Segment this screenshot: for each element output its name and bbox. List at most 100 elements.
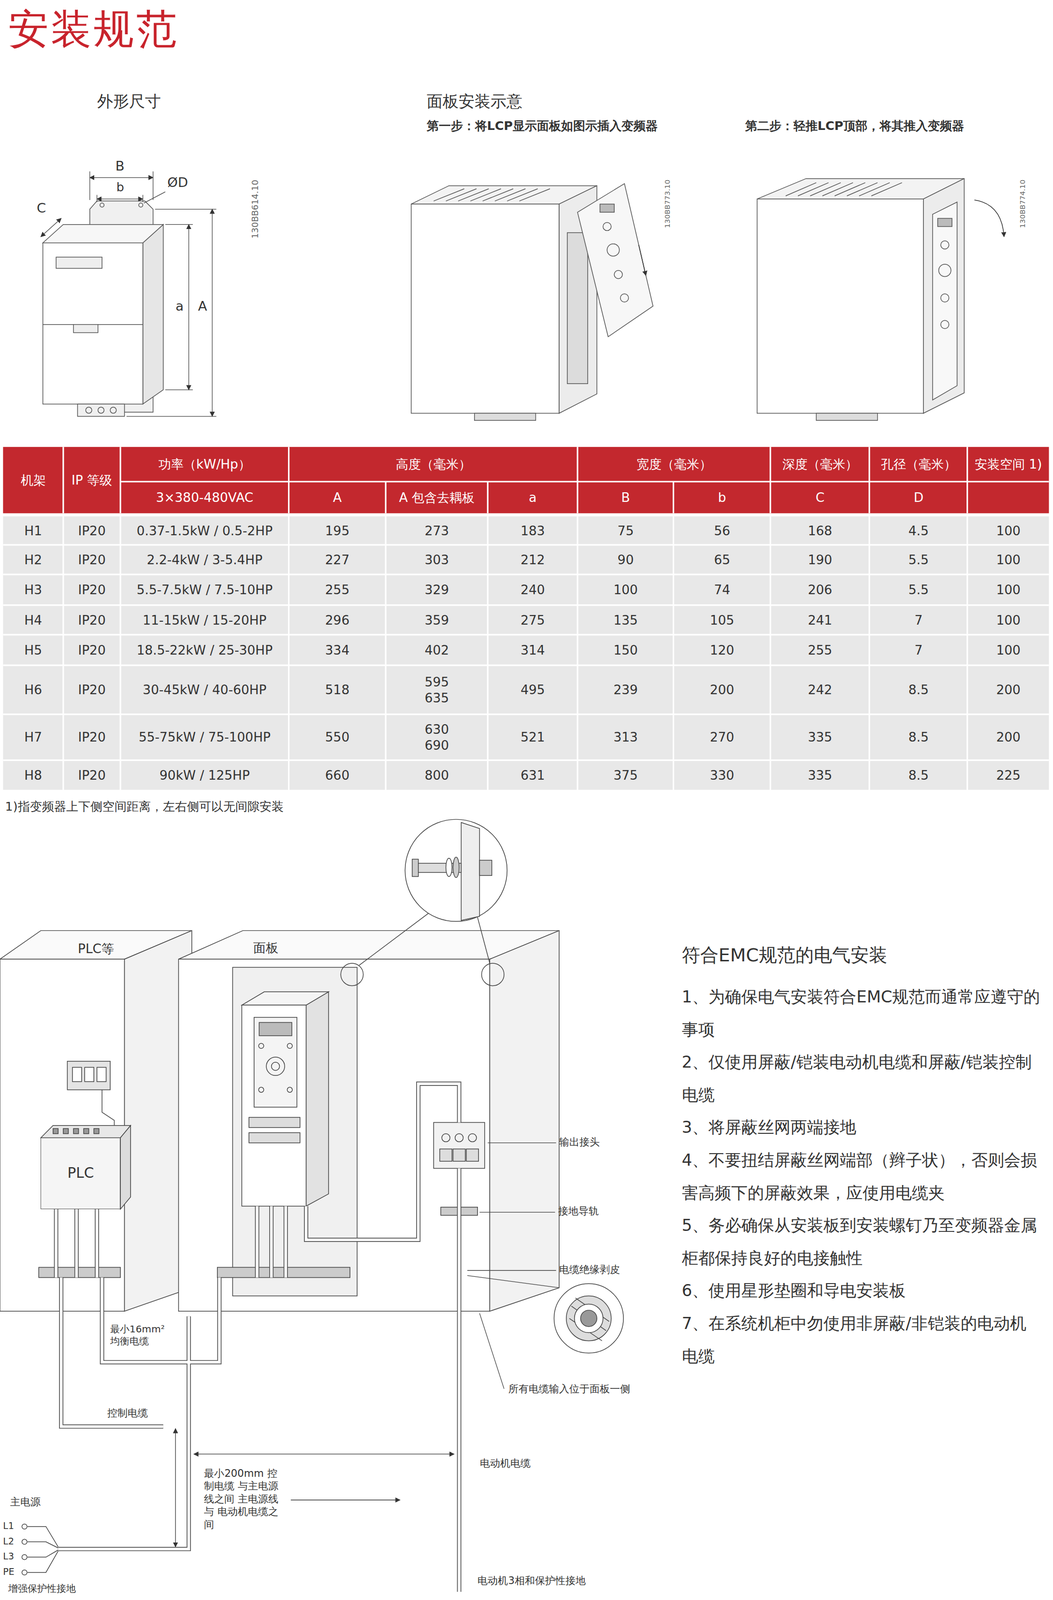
table-grid xyxy=(769,447,772,514)
table-cell: 212 xyxy=(488,545,578,575)
cable xyxy=(94,1209,100,1279)
table-header: b xyxy=(673,481,771,514)
table-header: C xyxy=(770,481,870,514)
table-cell: 5.5 xyxy=(869,545,968,575)
cable xyxy=(61,1278,164,1428)
drive-illustration xyxy=(932,201,958,401)
cable xyxy=(74,1209,79,1279)
table-grid xyxy=(2,713,1049,716)
cable xyxy=(255,1206,259,1279)
cable xyxy=(57,1316,189,1550)
cabinet-illustration xyxy=(101,1090,115,1129)
table-grid xyxy=(2,604,1049,606)
outline-drawing xyxy=(98,407,105,414)
dimension-line xyxy=(155,208,217,210)
cabinet-illustration xyxy=(38,1267,121,1278)
drive-illustration xyxy=(785,182,903,196)
drive-illustration xyxy=(816,413,878,421)
table-cell: 100 xyxy=(967,634,1050,666)
dimension-label: A xyxy=(198,298,208,315)
note-text: 4、不要扭结屏蔽丝网端部（辫子状），否则会损害高频下的屏蔽效果，应使用电缆夹 xyxy=(681,1144,1041,1210)
cable xyxy=(54,1209,58,1279)
table-cell: 631 xyxy=(488,760,578,790)
table-cell: IP20 xyxy=(63,574,121,606)
drive-illustration xyxy=(757,199,924,414)
table-cell: 329 xyxy=(385,574,488,606)
table-cell: 8.5 xyxy=(869,760,968,790)
table-cell: 314 xyxy=(488,634,578,666)
dimension-label: a xyxy=(175,298,184,315)
table-cell: H3 xyxy=(2,574,64,606)
cabinet-illustration xyxy=(67,1061,111,1091)
table-cell: IP20 xyxy=(63,605,121,635)
table-cell: 168 xyxy=(770,516,870,546)
drive-illustration xyxy=(620,293,629,303)
cabinet-illustration xyxy=(489,930,560,1312)
table-cell: 74 xyxy=(673,574,771,606)
dimension-note: 最小200mm 控制电缆 与主电源线之间 主电源线与 电动机电缆之间 xyxy=(203,1467,282,1532)
table-cell: 190 xyxy=(770,545,870,575)
drive-illustration xyxy=(577,183,653,337)
table-cell: 335 xyxy=(770,714,870,761)
table-grid xyxy=(62,516,64,791)
table-cell: IP20 xyxy=(63,545,121,575)
table-header: 安装空间 1) xyxy=(967,447,1050,482)
cable xyxy=(270,1206,273,1279)
drive-illustration xyxy=(938,264,952,277)
table-grid xyxy=(385,481,387,514)
table-grid xyxy=(2,634,1049,636)
table-cell: 195 xyxy=(288,516,387,546)
dimension-line xyxy=(152,171,154,201)
table-cell: 239 xyxy=(577,665,674,715)
table-cell: 100 xyxy=(577,574,674,606)
plc-box: PLC xyxy=(40,1138,121,1210)
table-header: A xyxy=(288,481,387,514)
panel-cabinet: 面板 xyxy=(178,930,560,1312)
cabinet-illustration xyxy=(404,819,507,922)
cabinet-illustration xyxy=(305,992,329,1207)
dimension-line xyxy=(89,171,90,201)
table-grid xyxy=(120,480,1049,483)
table-cell: 273 xyxy=(385,516,488,546)
table-grid xyxy=(2,574,1049,576)
callout-label: 控制电缆 xyxy=(107,1407,148,1420)
cabinet-illustration xyxy=(0,819,624,1576)
table-cell: 242 xyxy=(770,665,870,715)
dimension-label: B xyxy=(115,158,125,175)
cabinet-illustration xyxy=(83,1128,89,1135)
table-cell: 120 xyxy=(673,634,771,666)
cabinet-illustration xyxy=(359,913,429,966)
table-grid xyxy=(576,516,578,791)
callout-label: 电动机电缆 xyxy=(479,1457,531,1471)
table-cell: 56 xyxy=(673,516,771,546)
drive-illustration xyxy=(638,245,647,276)
table-cell: 225 xyxy=(967,760,1050,790)
drive-illustration xyxy=(603,222,612,231)
cable xyxy=(284,1206,287,1279)
text-column: 符合EMC规范的电气安装1、为确保电气安装符合EMC规范而通常应遵守的事项2、仅… xyxy=(681,942,1041,1373)
leader-line xyxy=(487,1142,556,1144)
table-cell: 100 xyxy=(967,516,1050,546)
table-cell: 18.5-22kW / 25-30HP xyxy=(120,634,289,666)
callout-label: 增强保护性接地 xyxy=(8,1583,76,1596)
cable xyxy=(54,1209,59,1279)
table-grid xyxy=(576,447,578,514)
table-cell: 4.5 xyxy=(869,516,968,546)
dimension-line xyxy=(126,416,217,417)
cable xyxy=(61,1278,164,1428)
table-cell: 105 xyxy=(673,605,771,635)
dimension-line xyxy=(144,191,166,203)
table-grid xyxy=(2,447,1049,791)
drive-illustration xyxy=(567,232,588,385)
outline-drawing xyxy=(43,224,164,244)
table-grid xyxy=(2,544,1049,546)
table-grid xyxy=(2,516,1049,791)
drive-illustration xyxy=(940,320,950,329)
note-text: 3、将屏蔽丝网两端接地 xyxy=(681,1111,1041,1145)
note-text: 5、务必确保从安装板到安装螺钉乃至变频器金属柜都保持良好的电接触性 xyxy=(681,1209,1041,1275)
table-cell: 2.2-4kW / 3-5.4HP xyxy=(120,545,289,575)
table-cell: 521 xyxy=(488,714,578,761)
dimension-line xyxy=(142,194,144,202)
cabinet-illustration xyxy=(73,1128,79,1135)
